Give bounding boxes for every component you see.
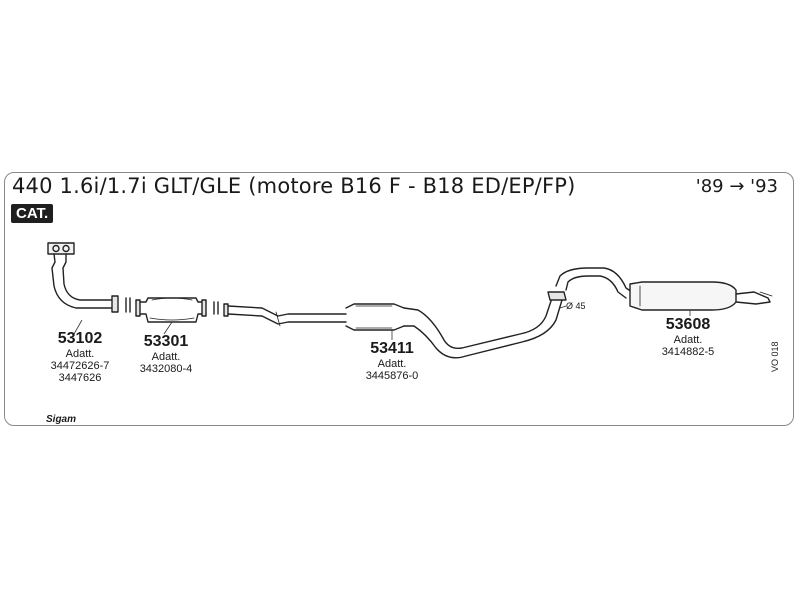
catalyst-53301	[135, 297, 207, 323]
brand-logo: Sigam	[46, 414, 77, 425]
part-number: 53411	[370, 340, 414, 357]
adatt-label: Adatt.	[673, 334, 703, 346]
part-ref: 3432080-4	[139, 363, 193, 375]
part-53301: 53301 Adatt. 3432080-4	[128, 333, 204, 375]
diagram-title: 440 1.6i/1.7i GLT/GLE (motore B16 F - B1…	[12, 174, 576, 198]
diagram-panel	[4, 172, 794, 426]
rear-silencer-53608	[555, 267, 773, 311]
part-number: 53102	[57, 330, 103, 347]
front-pipe-53102	[47, 242, 119, 313]
part-ref: 34472626-7	[50, 360, 110, 372]
diameter-label: Ø 45	[566, 301, 586, 311]
part-53102: 53102 Adatt. 34472626-7 3447626	[40, 330, 120, 384]
middle-pipe-53411	[223, 291, 567, 359]
diagram-code: VO 018	[770, 341, 780, 372]
part-53608: 53608 Adatt. 3414882-5	[650, 316, 726, 358]
part-ref: 3445876-0	[365, 370, 419, 382]
part-number: 53608	[665, 316, 711, 333]
part-number: 53301	[143, 333, 189, 350]
year-range: '89 → '93	[695, 176, 778, 197]
adatt-label: Adatt.	[65, 348, 95, 360]
adatt-label: Adatt.	[377, 358, 407, 370]
leader-lines	[73, 305, 691, 340]
part-ref: 3414882-5	[661, 346, 715, 358]
adatt-label: Adatt.	[151, 351, 181, 363]
part-ref: 3447626	[58, 372, 102, 384]
part-53411: 53411 Adatt. 3445876-0	[354, 340, 430, 382]
cat-badge: CAT.	[11, 204, 54, 223]
